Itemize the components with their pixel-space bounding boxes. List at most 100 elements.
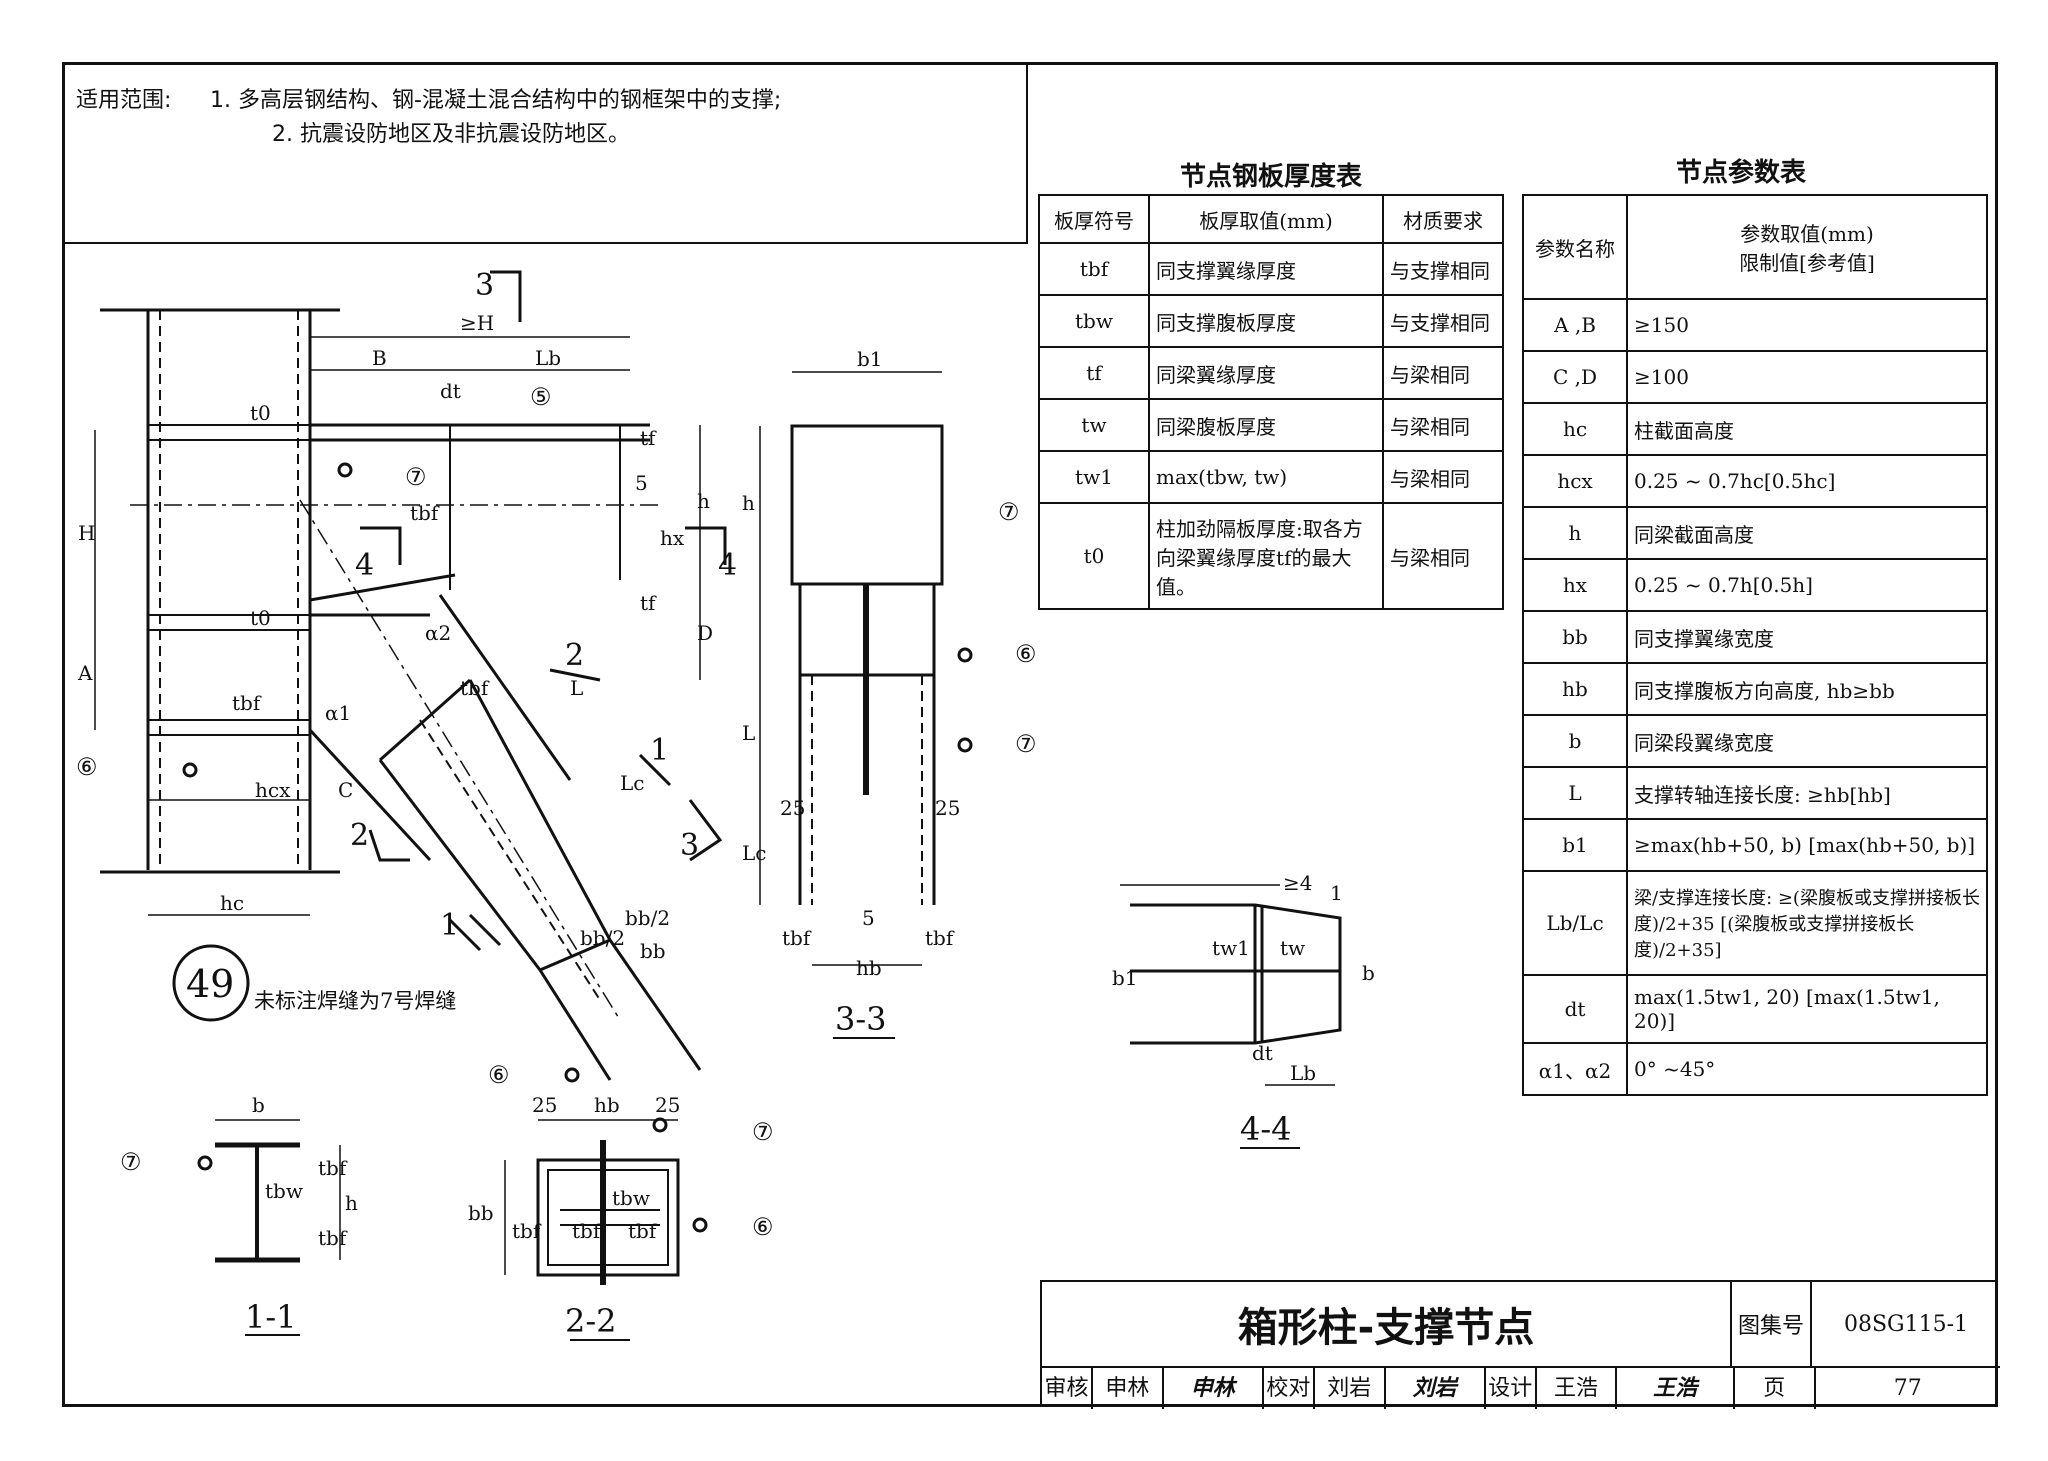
atlas-label: 图集号 (1732, 1282, 1812, 1368)
param-table-title: 节点参数表 (1676, 158, 1807, 188)
param-header-line1: 参数取值(mm) (1740, 222, 1874, 246)
dim-C: C (338, 778, 353, 802)
dim-t0-mid: t0 (250, 606, 271, 630)
s44-b1: b1 (1112, 966, 1138, 990)
page-number: 77 (1893, 1376, 1922, 1401)
s33-b1: b1 (857, 347, 883, 371)
param-value: 支撑转轴连接长度: ≥hb[hb] (1626, 766, 1988, 820)
title-block: 箱形柱-支撑节点 图集号 08SG115-1 审核 申林 申林 校对 刘岩 刘岩… (1040, 1280, 2000, 1409)
plate-cell: 同梁翼缘厚度 (1148, 346, 1384, 400)
dim-B: B (372, 346, 387, 370)
s44-ge4: ≥4 (1283, 871, 1312, 895)
param-value: ≥100 (1626, 350, 1988, 404)
dim-hcx: hcx (255, 778, 291, 802)
angle-a2: α2 (425, 621, 451, 645)
plate-header: 板厚符号 (1038, 194, 1150, 244)
plate-cell: tw1 (1038, 450, 1150, 504)
dim-bb-half-2: bb/2 (625, 906, 670, 930)
param-value: 0.25 ~ 0.7hc[0.5hc] (1626, 454, 1988, 508)
dim-bb: bb (640, 939, 666, 963)
plate-cell: 同梁腹板厚度 (1148, 398, 1384, 452)
plate-cell: max(tbw, tw) (1148, 450, 1384, 504)
dim-h: h (697, 489, 710, 513)
plate-cell: 同支撑翼缘厚度 (1148, 242, 1384, 296)
scope-item-2: 2. 抗震设防地区及非抗震设防地区。 (272, 122, 630, 147)
plate-cell: 与梁相同 (1382, 398, 1504, 452)
weld-mark-7-main: ⑦ (405, 463, 427, 491)
s44-dt: dt (1252, 1041, 1273, 1065)
weld-mark-7-s33-b: ⑦ (1015, 730, 1037, 758)
param-value: 梁/支撑连接长度: ≥(梁腹板或支撑拼接板长度)/2+35 [(梁腹板或支撑拼接… (1626, 870, 1988, 976)
cut-mark-3: 3 (475, 268, 494, 303)
weld-mark-6-s22: ⑥ (488, 1061, 510, 1089)
review-signature: 申林 (1164, 1368, 1264, 1409)
plate-cell: 与梁相同 (1382, 502, 1504, 610)
param-value: ≥150 (1626, 298, 1988, 352)
cut-mark-2-bottom: 2 (350, 818, 369, 853)
plate-table-title: 节点钢板厚度表 (1180, 162, 1363, 192)
plate-header: 板厚取值(mm) (1148, 194, 1384, 244)
s33-L: L (742, 721, 755, 745)
param-name: hc (1522, 402, 1628, 456)
angle-a1: α1 (325, 701, 351, 725)
cut-mark-2-top: 2 (565, 638, 584, 673)
param-value: 同梁段翼缘宽度 (1626, 714, 1988, 768)
section-3-3-label: 3-3 (835, 1000, 887, 1038)
section-2-2-label: 2-2 (565, 1302, 617, 1340)
s33-5: 5 (862, 906, 875, 930)
s11-h: h (345, 1191, 358, 1215)
weld-mark-7-s22: ⑦ (752, 1118, 774, 1146)
s33-Lc: Lc (742, 841, 766, 865)
plate-cell: tbf (1038, 242, 1150, 296)
s22-tbw: tbw (612, 1186, 650, 1210)
dim-5: 5 (635, 471, 648, 495)
s44-Lb: Lb (1290, 1061, 1316, 1085)
s22-bb: bb (468, 1201, 494, 1225)
s11-b: b (252, 1093, 265, 1117)
s33-tbf-right: tbf (925, 926, 955, 950)
review-label: 审核 (1042, 1368, 1094, 1409)
dim-L: L (570, 676, 583, 700)
section-4-4-label: 4-4 (1240, 1110, 1292, 1148)
dim-t0-top: t0 (250, 401, 271, 425)
drawing-title: 箱形柱-支撑节点 (1042, 1282, 1732, 1368)
dim-D: D (697, 621, 713, 645)
param-header-line2: 限制值[参考值] (1739, 251, 1875, 275)
param-name: bb (1522, 610, 1628, 664)
param-value: 柱截面高度 (1626, 402, 1988, 456)
param-name: hb (1522, 662, 1628, 716)
dim-hx: hx (660, 526, 685, 550)
s33-25-left: 25 (780, 796, 805, 820)
check-signature: 刘岩 (1386, 1368, 1486, 1409)
param-name: L (1522, 766, 1628, 820)
dim-A: A (77, 661, 93, 685)
dim-tbf-brace: tbf (460, 676, 490, 700)
param-value: 0.25 ~ 0.7h[0.5h] (1626, 558, 1988, 612)
check-label: 校对 (1264, 1368, 1315, 1409)
param-value: 同支撑翼缘宽度 (1626, 610, 1988, 664)
drawing-frame (62, 62, 1998, 1407)
s11-tbw: tbw (265, 1179, 303, 1203)
scope-label: 适用范围: (76, 88, 172, 113)
dim-Lb: Lb (535, 346, 561, 370)
weld-mark-7-s33: ⑦ (998, 498, 1020, 526)
param-table: 参数名称 参数取值(mm) 限制值[参考值] A ,B≥150 C ,D≥100… (1522, 194, 1988, 1096)
review-name: 申林 (1093, 1368, 1164, 1409)
check-name: 刘岩 (1315, 1368, 1386, 1409)
s22-25-right: 25 (655, 1093, 680, 1117)
atlas-number: 08SG115-1 (1812, 1282, 2000, 1368)
plate-header: 材质要求 (1382, 194, 1504, 244)
cut-mark-1-top: 1 (650, 733, 669, 768)
dim-tbf-column: tbf (232, 691, 262, 715)
param-value: ≥max(hb+50, b) [max(hb+50, b)] (1626, 818, 1988, 872)
weld-mark-6-main: ⑥ (76, 753, 98, 781)
plate-cell: tf (1038, 346, 1150, 400)
s22-tbf-2: tbf (572, 1219, 602, 1243)
param-name: hcx (1522, 454, 1628, 508)
dim-tf-bottom: tf (640, 591, 657, 615)
param-name: hx (1522, 558, 1628, 612)
plate-cell: tbw (1038, 294, 1150, 348)
plate-cell: 与支撑相同 (1382, 242, 1504, 296)
s33-tbf-left: tbf (782, 926, 812, 950)
weld-mark-6-s33: ⑥ (1015, 640, 1037, 668)
